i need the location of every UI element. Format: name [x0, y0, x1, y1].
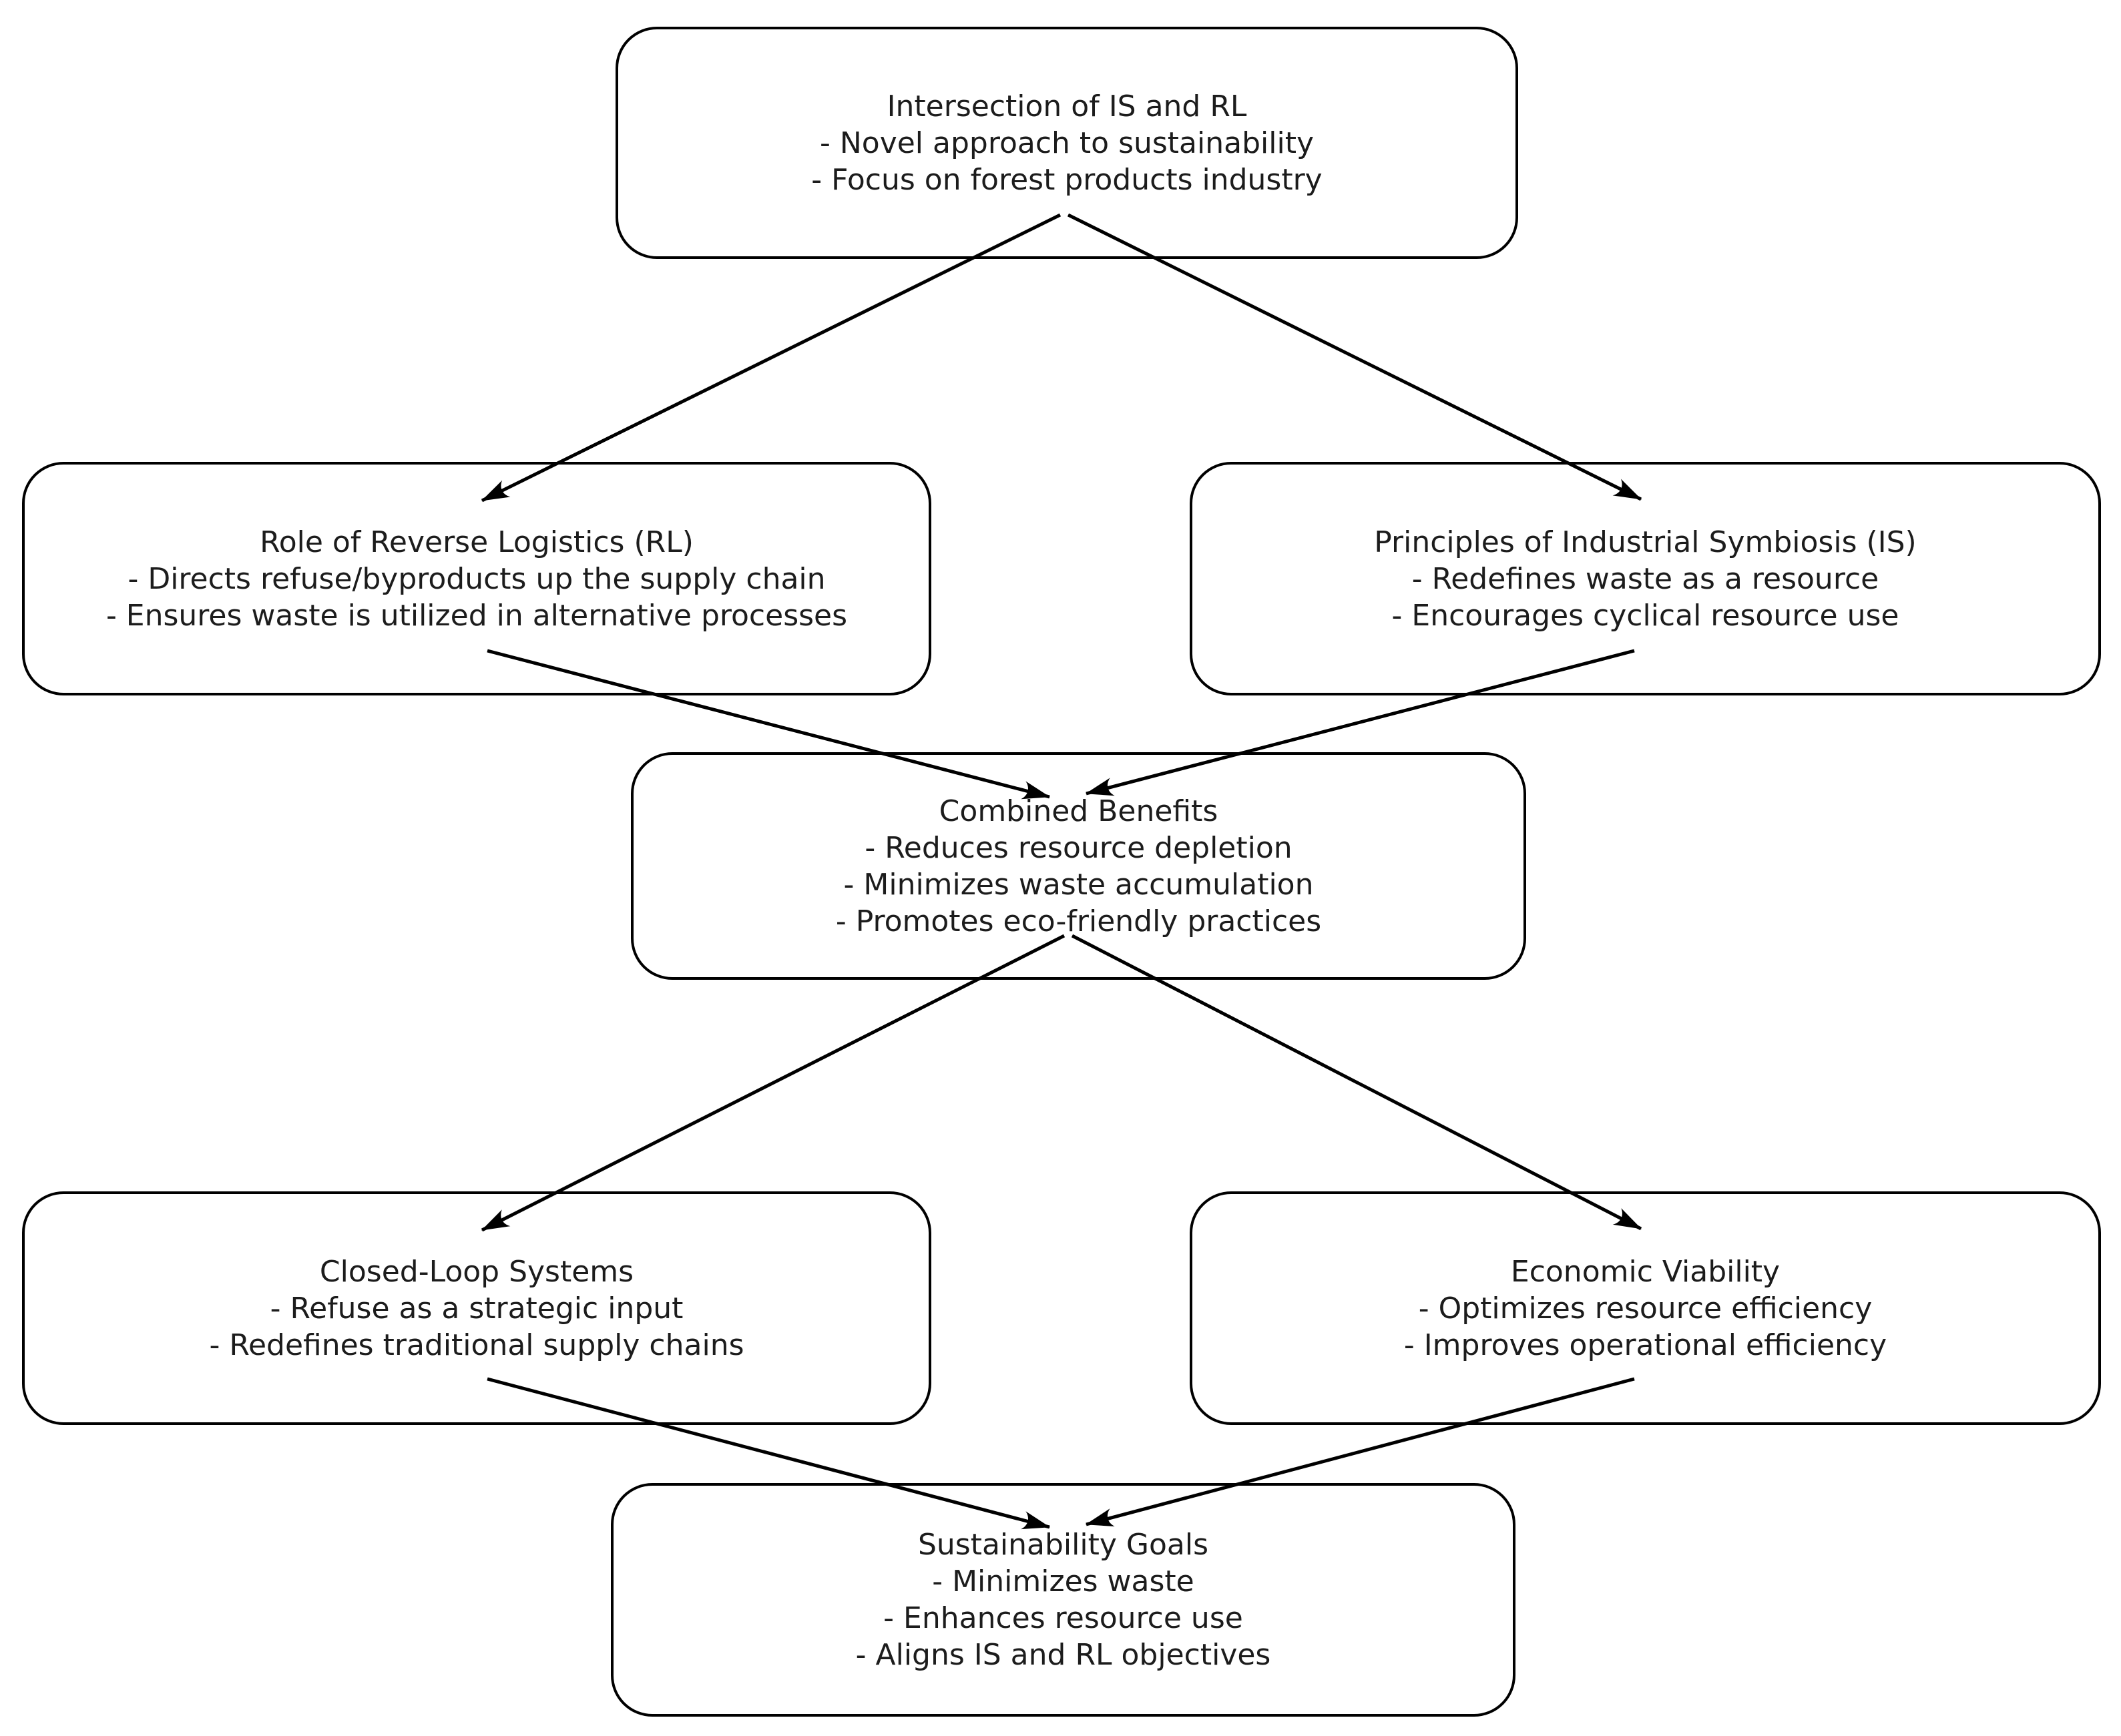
node-bullet: - Redefines waste as a resource	[1411, 561, 1879, 596]
node-bullet: - Aligns IS and RL objectives	[855, 1638, 1271, 1672]
node-sustainability-goals: Sustainability Goals - Minimizes waste -…	[611, 1483, 1515, 1717]
node-economic-viability: Economic Viability - Optimizes resource …	[1190, 1191, 2101, 1425]
node-title: Intersection of IS and RL	[887, 89, 1247, 123]
node-title: Combined Benefits	[939, 794, 1218, 828]
node-bullet: - Directs refuse/byproducts up the suppl…	[128, 561, 826, 596]
node-bullet: - Reduces resource depletion	[865, 830, 1292, 865]
node-title: Closed-Loop Systems	[319, 1254, 634, 1289]
node-title: Role of Reverse Logistics (RL)	[260, 525, 694, 559]
node-principles-of-industrial-symbiosis: Principles of Industrial Symbiosis (IS) …	[1190, 462, 2101, 695]
node-closed-loop-systems: Closed-Loop Systems - Refuse as a strate…	[22, 1191, 931, 1425]
node-role-of-reverse-logistics: Role of Reverse Logistics (RL) - Directs…	[22, 462, 931, 695]
node-combined-benefits: Combined Benefits - Reduces resource dep…	[631, 752, 1526, 980]
node-bullet: - Minimizes waste	[932, 1564, 1194, 1599]
node-bullet: - Optimizes resource efficiency	[1418, 1291, 1873, 1326]
node-bullet: - Promotes eco-friendly practices	[835, 904, 1322, 938]
node-bullet: - Enhances resource use	[883, 1601, 1243, 1635]
node-title: Economic Viability	[1510, 1254, 1781, 1289]
node-bullet: - Refuse as a strategic input	[270, 1291, 684, 1326]
node-bullet: - Focus on forest products industry	[811, 162, 1323, 197]
node-title: Sustainability Goals	[917, 1528, 1209, 1562]
node-intersection-of-is-and-rl: Intersection of IS and RL - Novel approa…	[616, 27, 1518, 259]
node-title: Principles of Industrial Symbiosis (IS)	[1374, 525, 1917, 559]
node-bullet: - Encourages cyclical resource use	[1391, 598, 1899, 633]
arrow-combined-to-closed-loop	[481, 934, 1066, 1232]
node-bullet: - Redefines traditional supply chains	[209, 1328, 744, 1362]
node-bullet: - Minimizes waste accumulation	[843, 867, 1314, 902]
node-bullet: - Novel approach to sustainability	[820, 125, 1314, 160]
node-bullet: - Ensures waste is utilized in alternati…	[105, 598, 848, 633]
node-bullet: - Improves operational efficiency	[1403, 1328, 1887, 1362]
